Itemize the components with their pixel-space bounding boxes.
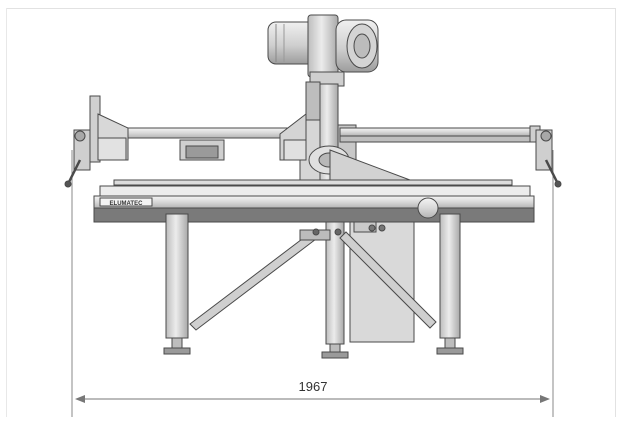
right-fence-beam [339, 125, 541, 143]
electrical-cabinet [349, 221, 415, 343]
diagonal-braces [189, 228, 437, 331]
overall-width-dimension: 1967 [75, 379, 550, 403]
leveling-feet [163, 337, 464, 359]
drawing-frame-left-edge [6, 8, 7, 417]
dimension-label: 1967 [299, 379, 328, 394]
work-rail [99, 179, 531, 197]
left-end-clamp [64, 129, 91, 188]
saw-motor [267, 14, 379, 87]
logo-text: ELUMATEC [110, 201, 144, 207]
drawing-frame [7, 8, 616, 417]
table-top: ELUMATEC [93, 195, 535, 223]
right-end-clamp [535, 129, 562, 188]
extension-lines [71, 150, 554, 417]
left-clamp-beam [89, 95, 307, 163]
table-legs [165, 213, 461, 345]
